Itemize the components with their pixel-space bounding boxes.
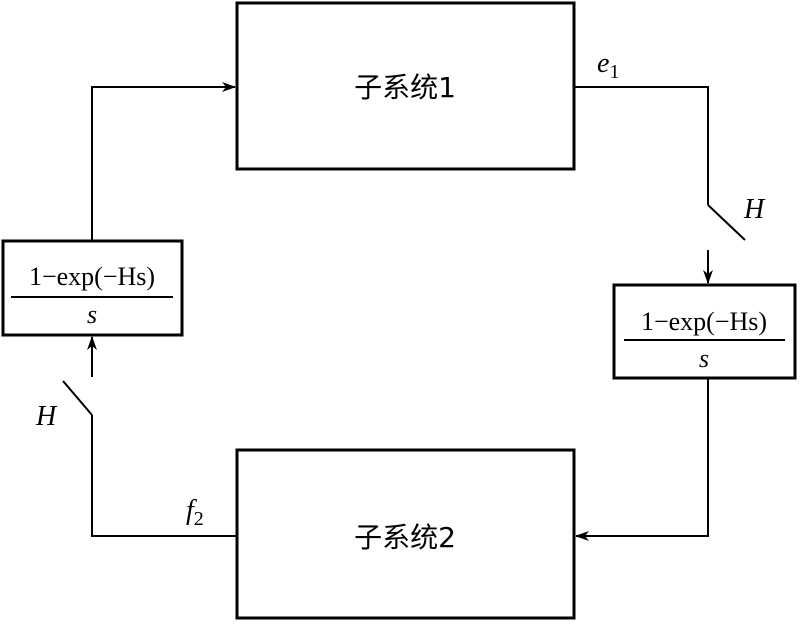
signal-f2-subscript: 2 xyxy=(194,508,204,530)
signal-f2-label: f2 xyxy=(186,495,204,530)
zoh-left-denominator: s xyxy=(87,300,97,329)
zoh-right-numerator: 1−exp(−Hs) xyxy=(641,307,767,336)
wire-e1 xyxy=(574,86,709,205)
wire-zoh-left-to-subsystem1 xyxy=(91,82,236,241)
subsystem2-label: 子系统2 xyxy=(354,521,456,554)
subsystem1-label: 子系统1 xyxy=(354,71,456,104)
switch-left-blade xyxy=(62,380,93,416)
switch-right-label: H xyxy=(743,194,766,225)
signal-f2-symbol: f xyxy=(186,495,197,526)
signal-e1-subscript: 1 xyxy=(609,61,619,83)
subsystem1-block: 子系统1 xyxy=(235,1,576,171)
zoh-left-numerator: 1−exp(−Hs) xyxy=(29,262,155,291)
signal-e1-label: e1 xyxy=(597,48,619,83)
signal-e1-symbol: e xyxy=(597,48,609,79)
zoh-right-block: 1−exp(−Hs) s xyxy=(612,283,797,380)
wire-zoh-right-to-subsystem2 xyxy=(575,378,709,541)
subsystem2-block: 子系统2 xyxy=(235,448,576,620)
zoh-right-denominator: s xyxy=(699,344,709,373)
wire-f2 xyxy=(91,415,237,537)
zoh-left-block: 1−exp(−Hs) s xyxy=(1,239,184,337)
switch-right-blade xyxy=(707,204,746,241)
switch-left-label: H xyxy=(35,401,58,432)
